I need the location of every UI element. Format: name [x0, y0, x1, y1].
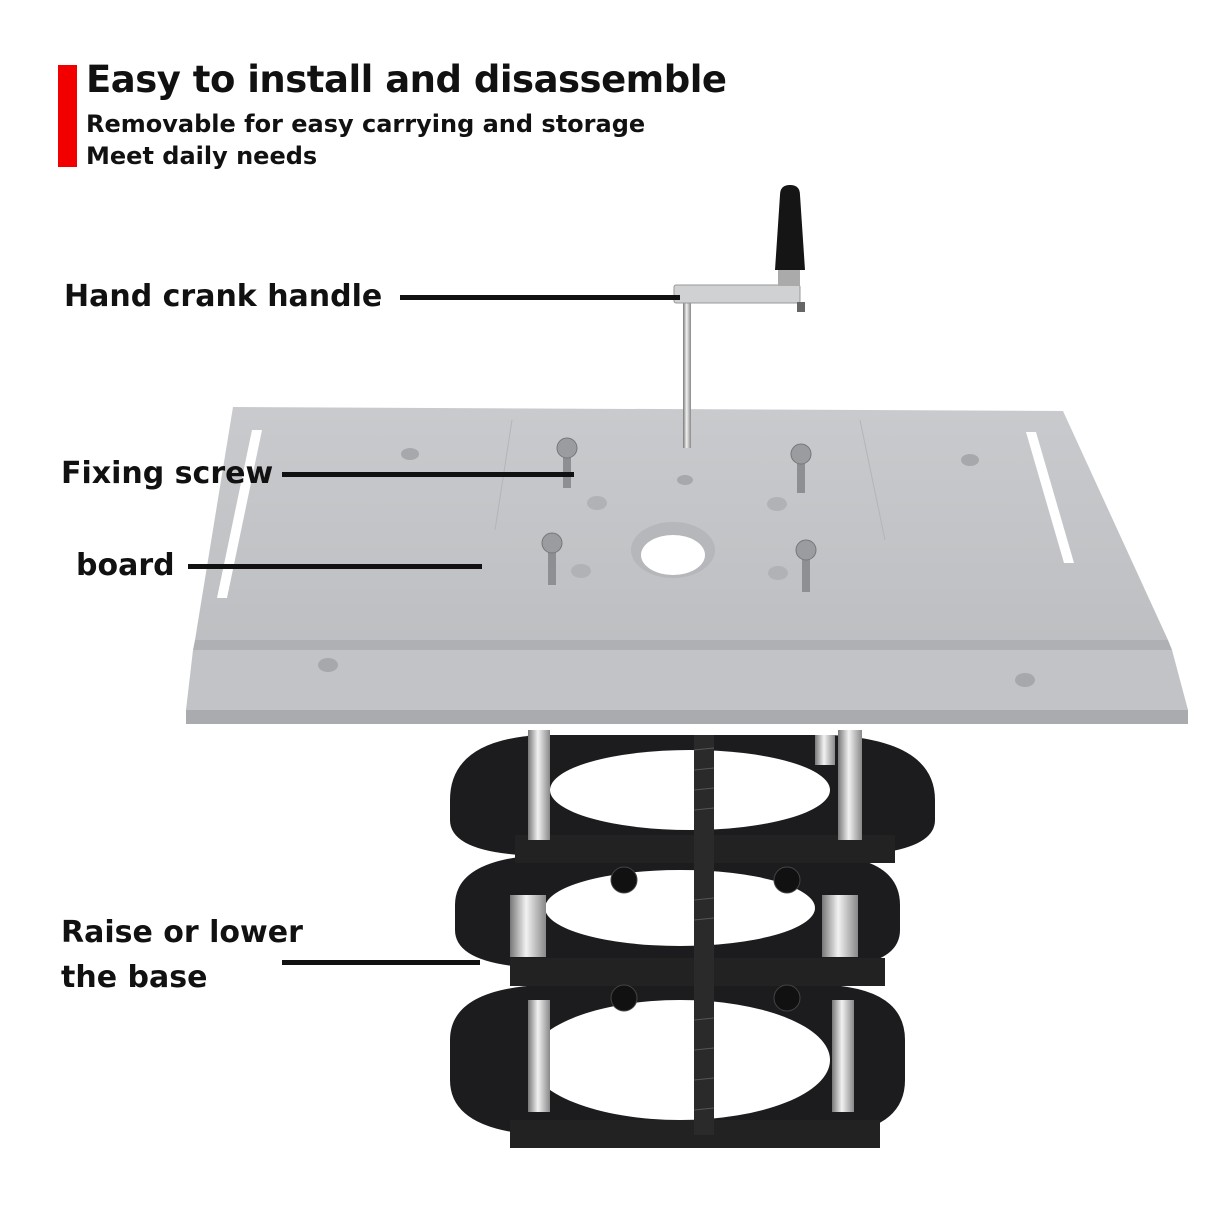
board-plate	[186, 407, 1188, 724]
hand-crank	[673, 185, 805, 448]
callout-board-leader	[188, 564, 482, 569]
callout-hand-crank-leader	[400, 295, 680, 300]
callout-raise-lower-leader	[282, 960, 480, 965]
headline: Easy to install and disassemble	[86, 58, 727, 101]
callout-raise-lower-label-line-1: Raise or lower	[61, 915, 303, 950]
lift-base	[450, 730, 935, 1148]
callout-fixing-screw-leader	[282, 472, 574, 477]
callout-board-label: board	[76, 548, 175, 583]
subtitle-line-1: Removable for easy carrying and storage	[86, 110, 646, 138]
accent-bar	[58, 65, 77, 167]
callout-raise-lower-label-line-2: the base	[61, 960, 208, 995]
callout-fixing-screw-label: Fixing screw	[61, 456, 274, 491]
callout-hand-crank-label: Hand crank handle	[64, 279, 383, 314]
subtitle-line-2: Meet daily needs	[86, 142, 318, 170]
